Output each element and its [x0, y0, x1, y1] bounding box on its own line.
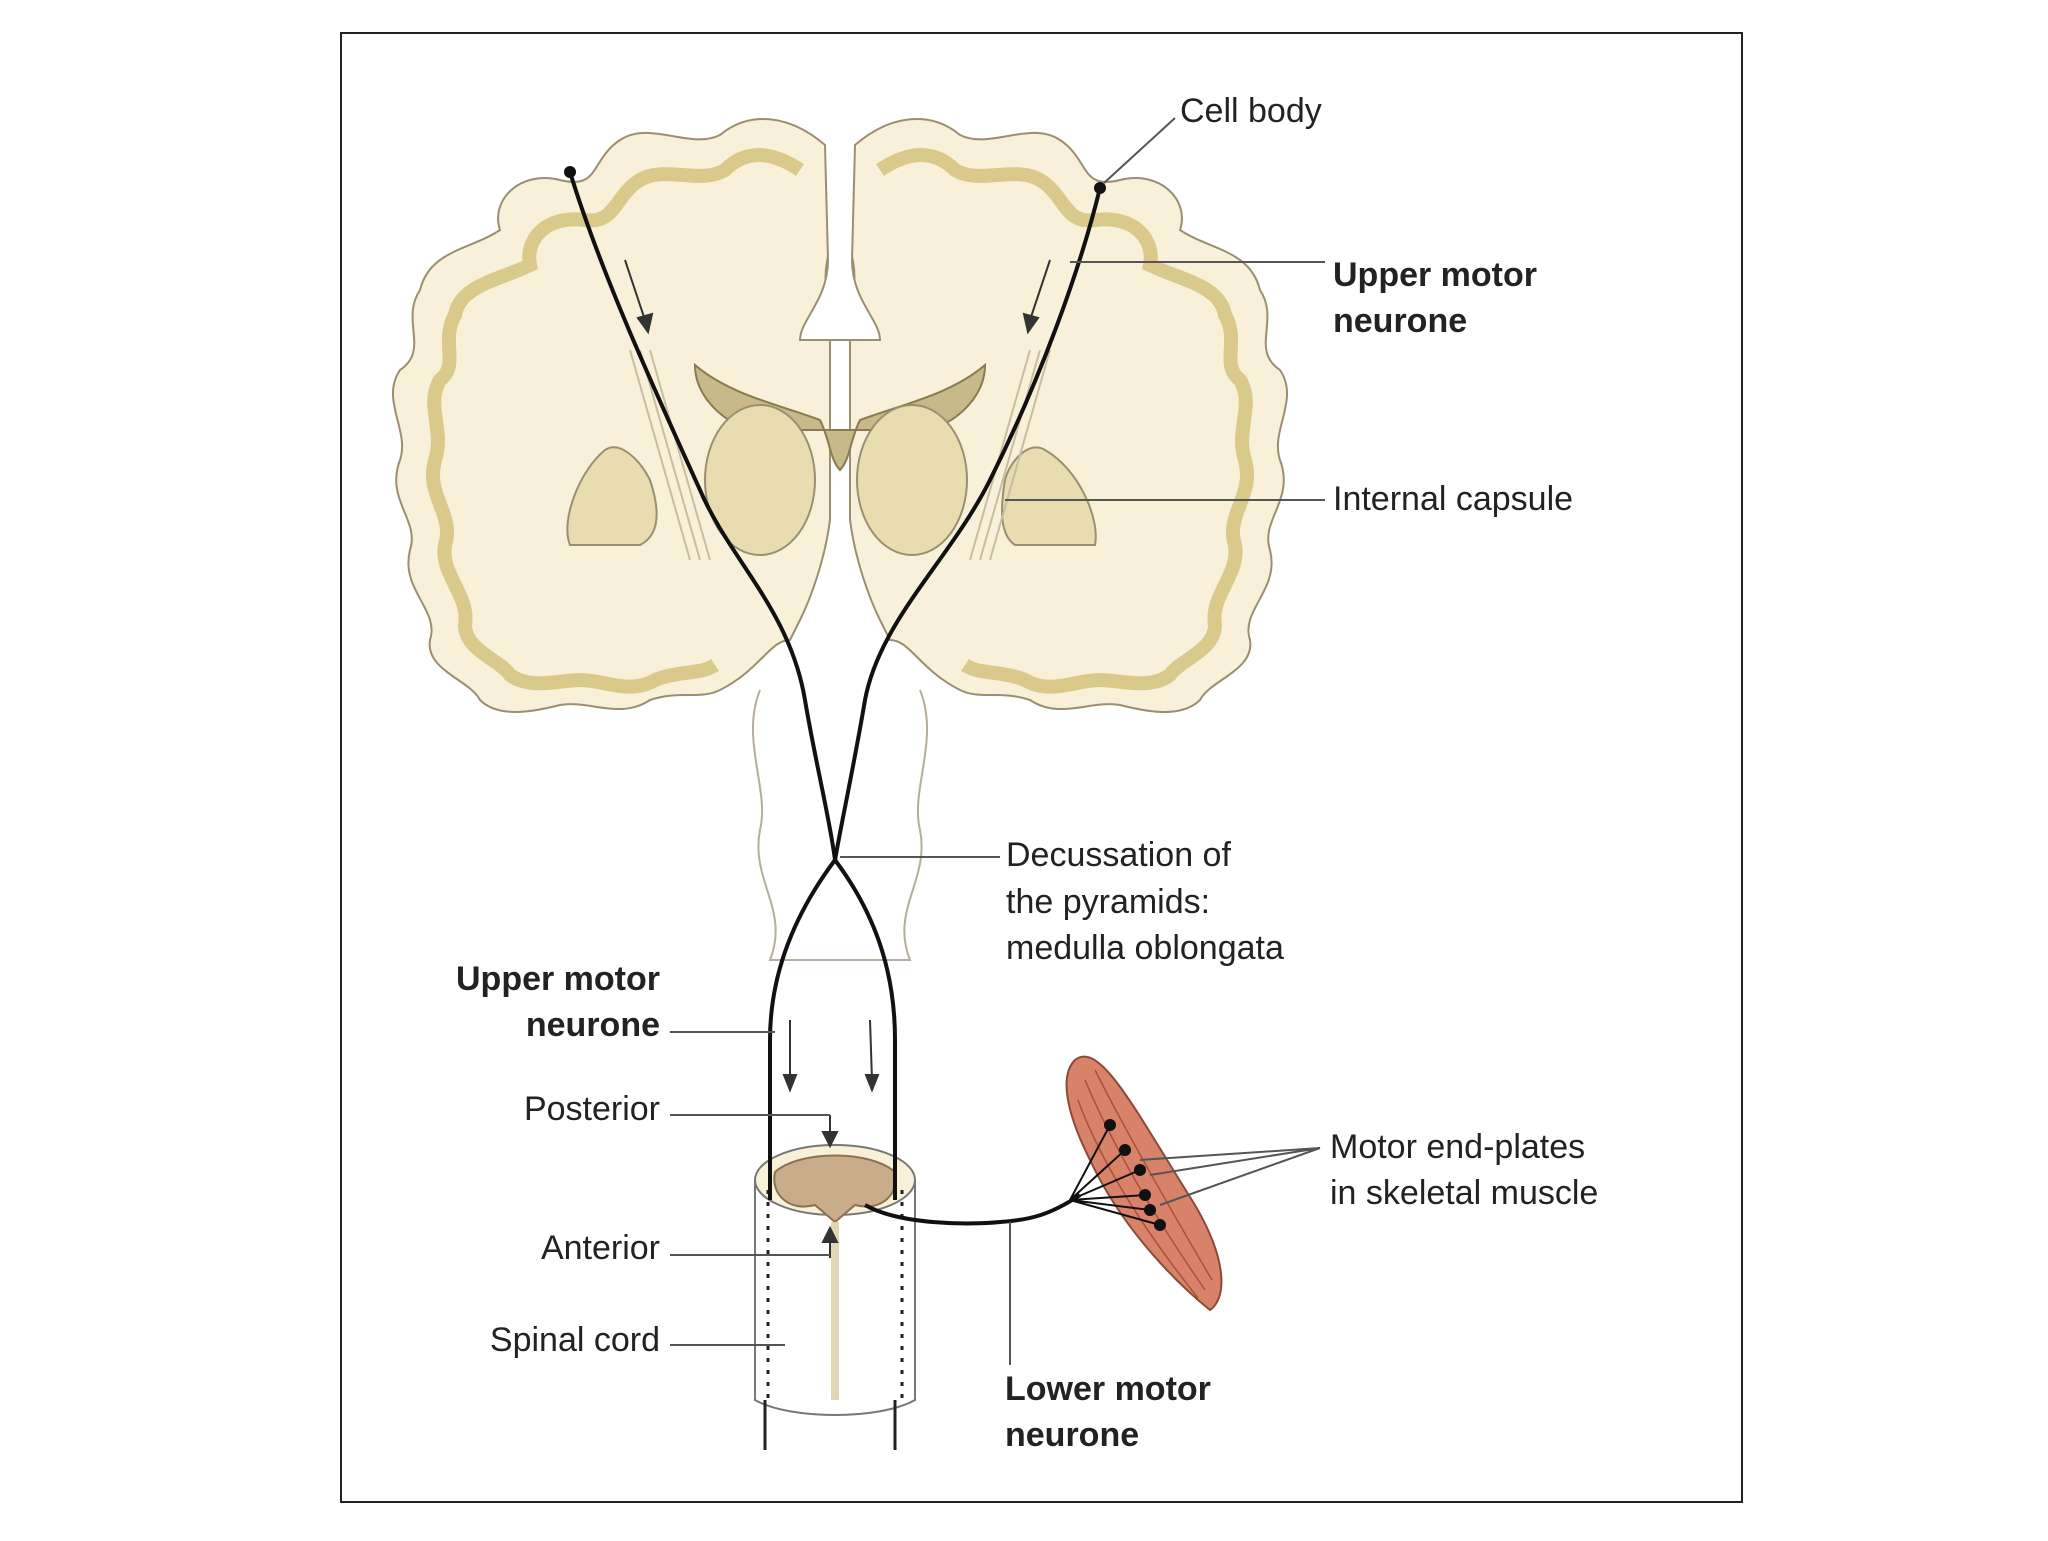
left-thalamus — [704, 404, 816, 556]
nerve-branches — [1069, 1124, 1161, 1226]
upper-motor-neurone-descending-left — [768, 858, 837, 1200]
labels: Cell body Upper motor neurone Internal c… — [456, 92, 1598, 1454]
label-motor-end-plates-2: in skeletal muscle — [1330, 1174, 1598, 1212]
right-hemisphere — [844, 118, 1289, 713]
upper-motor-neurone-right — [833, 187, 1102, 861]
lower-motor-neurone — [864, 1193, 1082, 1226]
right-cortex — [876, 148, 1254, 694]
leader-lines — [670, 117, 1325, 1365]
label-upper-motor-left-1: Upper motor — [456, 960, 660, 998]
label-internal-capsule: Internal capsule — [1333, 480, 1573, 518]
direction-arrows — [624, 259, 1051, 1258]
upper-motor-neurone-descending-right — [833, 858, 897, 1200]
longitudinal-fissure — [798, 144, 882, 341]
label-lower-motor-1: Lower motor — [1005, 1370, 1211, 1408]
label-anterior: Anterior — [541, 1229, 660, 1267]
label-spinal-cord: Spinal cord — [490, 1321, 660, 1359]
leader-end-plates — [1139, 1147, 1321, 1206]
left-cortex — [426, 148, 804, 694]
label-upper-motor-top-1: Upper motor — [1333, 256, 1537, 294]
label-upper-motor-left-2: neurone — [526, 1006, 660, 1044]
label-decussation-1: Decussation of — [1006, 836, 1231, 874]
motor-pathway — [568, 171, 1161, 1226]
label-lower-motor-2: neurone — [1005, 1416, 1139, 1454]
label-decussation-3: medulla oblongata — [1006, 929, 1284, 967]
cell-body-left — [564, 166, 576, 178]
brain-section — [391, 118, 1289, 961]
muscle-body — [1065, 1055, 1223, 1312]
upper-motor-neurone-left — [568, 171, 837, 861]
muscle-fibres — [1077, 1069, 1213, 1299]
skeletal-muscle — [1065, 1055, 1223, 1312]
left-hemisphere — [391, 118, 836, 713]
leader-cell-body — [1103, 117, 1176, 184]
motor-end-plates — [1104, 1119, 1166, 1231]
label-decussation-2: the pyramids: — [1006, 883, 1210, 921]
cell-body-right — [1094, 182, 1106, 194]
left-lentiform-nucleus — [566, 446, 658, 546]
label-cell-body: Cell body — [1180, 92, 1322, 130]
label-posterior: Posterior — [524, 1090, 660, 1128]
label-upper-motor-top-2: neurone — [1333, 302, 1467, 340]
right-thalamus — [856, 404, 968, 556]
spinal-cord — [754, 1144, 916, 1450]
label-motor-end-plates-1: Motor end-plates — [1330, 1128, 1585, 1166]
internal-capsule-fibres — [629, 349, 1051, 561]
brainstem — [752, 689, 928, 961]
